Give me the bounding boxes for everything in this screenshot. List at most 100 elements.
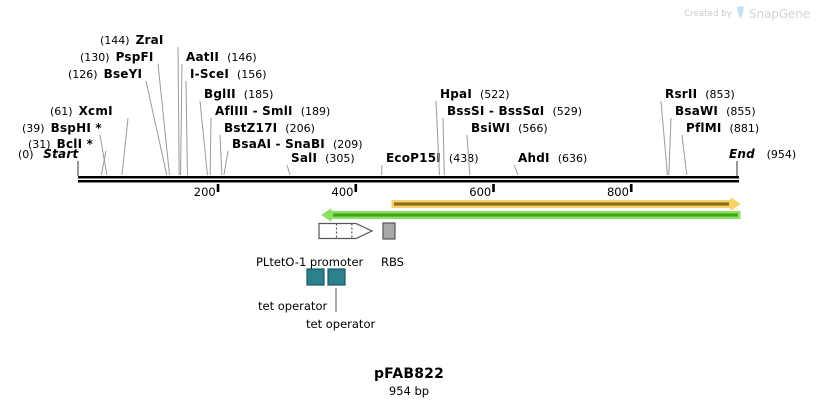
enzyme-name: SalI <box>291 151 318 165</box>
enzyme-name: AhdI <box>518 151 550 165</box>
leader-line-pspFI <box>157 63 171 176</box>
plasmid-size: 954 bp <box>388 384 430 398</box>
enzyme-name: BseYI <box>103 67 143 81</box>
leader-line-segment <box>177 46 180 176</box>
leader-line-xcmI <box>121 117 129 176</box>
leader-line-segment <box>157 63 171 176</box>
leader-line-segment <box>145 80 168 176</box>
enzyme-name: EcoP15I <box>386 151 441 165</box>
enzyme-label-hpaI[interactable]: HpaI(522) <box>440 88 510 101</box>
enzyme-name: PflMI <box>686 121 722 135</box>
enzyme-position: (146) <box>227 51 257 64</box>
enzyme-label-xcmI[interactable]: (61)XcmI <box>50 105 113 118</box>
leader-line-segment <box>100 150 107 176</box>
enzyme-label-bseYI[interactable]: (126) BseYI <box>68 68 142 81</box>
axis-tick-label-400: 400 <box>331 185 354 199</box>
leader-line-bssSI <box>442 117 445 176</box>
start-label: Start <box>43 147 79 161</box>
enzyme-name: BsaWI <box>675 104 719 118</box>
feature-green-arrow[interactable] <box>321 208 741 222</box>
enzyme-name: BclI * <box>56 137 94 151</box>
feature-promoter[interactable] <box>318 222 374 240</box>
enzyme-label-ahdI[interactable]: AhdI(636) <box>518 152 587 165</box>
leader-line-segment <box>513 164 519 176</box>
end-position: (954) <box>766 148 797 161</box>
end-marker-label: End (954) <box>729 148 796 161</box>
enzyme-label-bssSI[interactable]: BssSI - BssSαI (529) <box>447 105 582 118</box>
feature-box <box>327 268 346 286</box>
leader-line-segment <box>668 117 672 176</box>
feature-orange-arrow[interactable] <box>391 197 741 211</box>
leader-line-bsaWI <box>668 117 672 176</box>
enzyme-position: (305) <box>325 152 355 165</box>
leader-line-aflIII <box>209 117 212 176</box>
enzyme-position: (566) <box>518 122 548 135</box>
leader-line-segment <box>660 100 668 176</box>
axis-line-top <box>78 176 739 179</box>
enzyme-label-zraI[interactable]: (144)ZraI <box>100 34 164 47</box>
feature-tet-operator-2[interactable] <box>327 268 346 286</box>
start-marker-label: (0) Start <box>18 148 78 161</box>
enzyme-label-isceI[interactable]: I-SceI(156) <box>190 68 267 81</box>
enzyme-label-pflMI[interactable]: PflMI(881) <box>686 122 759 135</box>
enzyme-position: (855) <box>726 105 756 118</box>
watermark-brand-text: SnapGene <box>748 6 810 21</box>
enzyme-label-bsaWI[interactable]: BsaWI (855) <box>675 105 756 118</box>
leader-line-segment <box>99 134 108 176</box>
promoter-label[interactable]: PLtetO-1 promoter <box>256 255 364 269</box>
enzyme-label-bclI[interactable]: (31)BclI * <box>28 138 93 151</box>
tetop2-label[interactable]: tet operator <box>306 317 376 331</box>
axis-tick-label-600: 600 <box>469 185 492 199</box>
enzyme-label-ecoP15I[interactable]: EcoP15I (438) <box>386 152 479 165</box>
watermark-created-by-text: Created by <box>684 8 732 19</box>
leader-line-bsiWI <box>466 134 471 176</box>
leader-line-hpaI <box>435 100 440 176</box>
feature-arrow-stripe <box>394 202 729 206</box>
rbs-label[interactable]: RBS <box>381 255 404 269</box>
enzyme-position: (438) <box>448 152 479 165</box>
leader-line-segment <box>286 164 291 176</box>
leader-line-segment <box>681 134 688 176</box>
axis-tick-400 <box>354 184 358 192</box>
leader-line-zraI <box>177 46 180 176</box>
leader-line-bspHI <box>99 134 108 176</box>
leader-line-bstZ17I <box>219 134 223 176</box>
feature-tet-operator-1[interactable] <box>306 268 325 286</box>
enzyme-position: (130) <box>80 51 110 64</box>
leader-line-segment <box>199 100 208 176</box>
enzyme-position: (126) <box>68 68 98 81</box>
enzyme-label-bsiWI[interactable]: BsiWI(566) <box>471 122 548 135</box>
enzyme-position: (529) <box>552 105 583 118</box>
feature-rbs[interactable] <box>382 222 396 240</box>
enzyme-label-bsaAI[interactable]: BsaAI - SnaBI(209) <box>232 138 363 151</box>
snapgene-watermark: Created by SnapGene <box>684 4 810 23</box>
leader-line-aatII <box>180 63 183 176</box>
enzyme-label-pspFI[interactable]: (130) PspFI <box>80 51 154 64</box>
enzyme-position: (189) <box>300 105 331 118</box>
enzyme-name: PspFI <box>115 50 154 64</box>
enzyme-label-aatII[interactable]: AatII (146) <box>186 51 257 64</box>
enzyme-label-salI[interactable]: SalI (305) <box>291 152 355 165</box>
enzyme-label-rsrII[interactable]: RsrII(853) <box>665 88 735 101</box>
leader-line-pflMI <box>681 134 688 176</box>
leader-line-bsaAI <box>223 150 229 176</box>
enzyme-label-bstZ17I[interactable]: BstZ17I(206) <box>224 122 315 135</box>
end-label: End <box>729 147 755 161</box>
leader-line-segment <box>180 63 183 176</box>
feature-arrow-stripe <box>333 213 738 217</box>
enzyme-label-bspHI[interactable]: (39)BspHI * <box>22 122 102 135</box>
leader-line-bglII <box>199 100 208 176</box>
enzyme-position: (61) <box>50 105 73 118</box>
enzyme-name: RsrII <box>665 87 698 101</box>
enzyme-name: I-SceI <box>190 67 230 81</box>
enzyme-label-bglII[interactable]: BglII(185) <box>204 88 273 101</box>
enzyme-label-aflIII[interactable]: AflIII - SmlI(189) <box>215 105 330 118</box>
leader-line-bclI <box>100 150 107 176</box>
plasmid-name: pFAB822 <box>373 366 445 382</box>
leader-line-segment <box>442 117 445 176</box>
leader-line-segment <box>209 117 212 176</box>
enzyme-name: AatII <box>186 50 220 64</box>
enzyme-name: BssSI - BssSαI <box>447 104 545 118</box>
tetop1-label[interactable]: tet operator <box>258 299 328 313</box>
